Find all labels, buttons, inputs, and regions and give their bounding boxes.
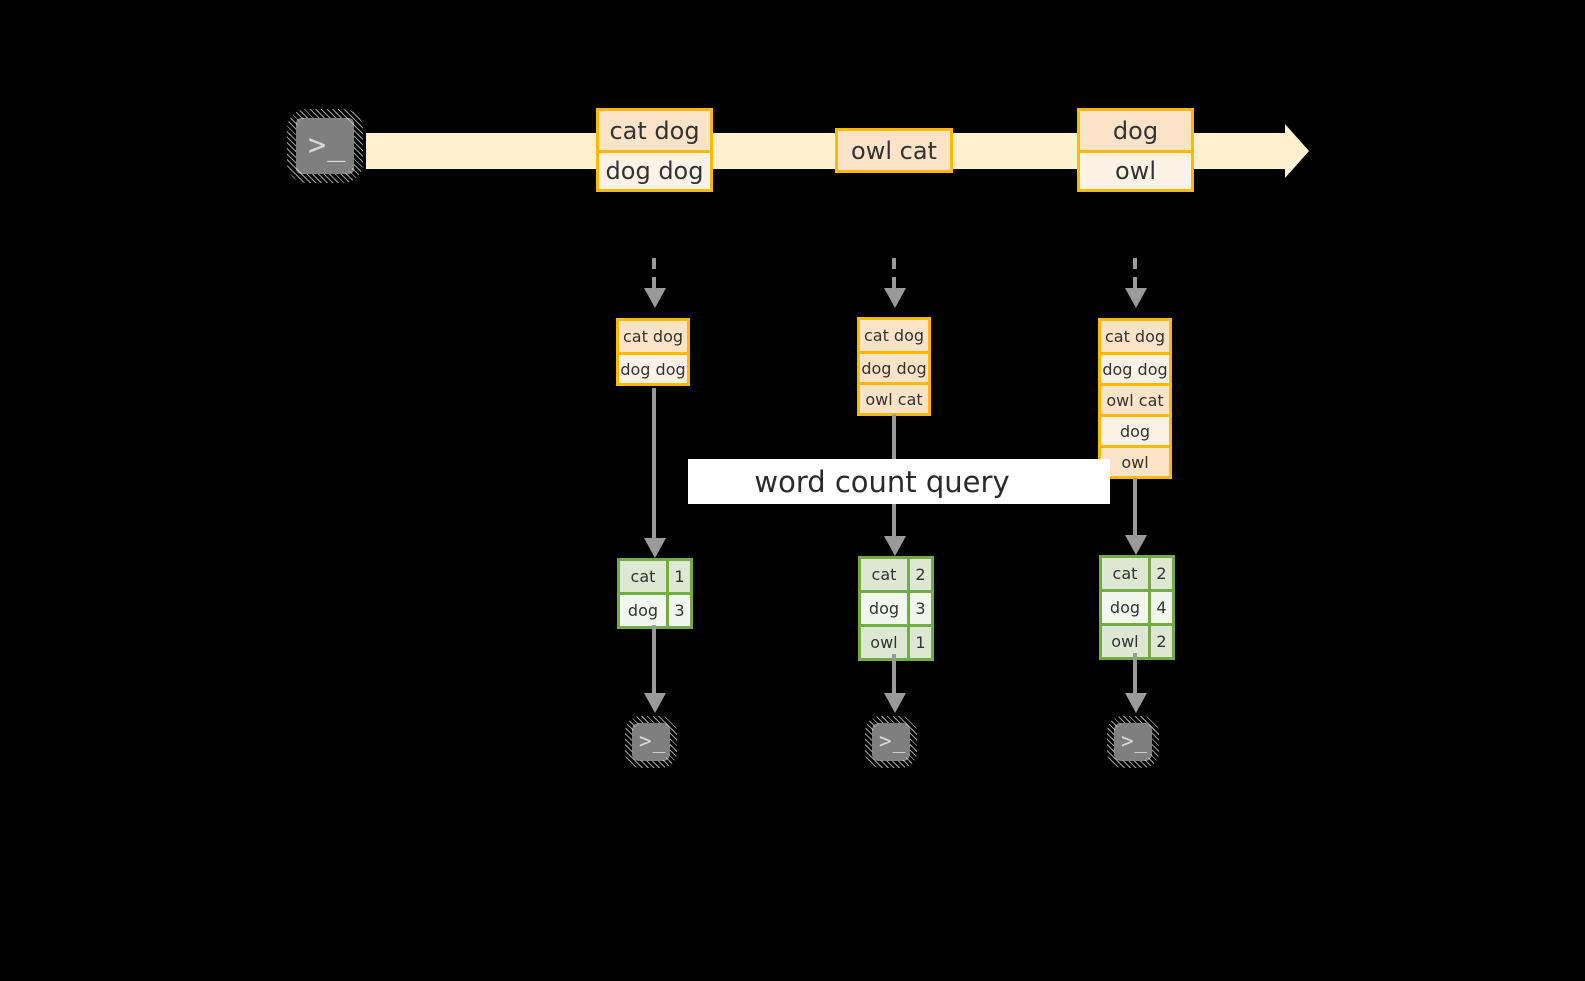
table-row: cat 2 bbox=[1102, 558, 1172, 589]
snapshot-3-query-arrowhead-icon bbox=[1125, 535, 1147, 555]
terminal-prompt-glyph: >_ bbox=[308, 128, 347, 163]
snapshot-3-sink-terminal-icon: >_ bbox=[1107, 716, 1159, 768]
snapshot-3-result-table: cat 2 dog 4 owl 2 bbox=[1099, 555, 1175, 660]
stack-line: owl bbox=[1101, 445, 1169, 476]
snapshot-1-result-table: cat 1 dog 3 bbox=[617, 558, 693, 629]
stream-record-1: cat dog dog dog bbox=[596, 108, 713, 192]
stack-line: dog dog bbox=[860, 351, 928, 382]
terminal-prompt-glyph: >_ bbox=[639, 729, 666, 753]
table-row: cat 1 bbox=[620, 561, 690, 592]
result-word: dog bbox=[861, 593, 907, 624]
stack-line: dog bbox=[1101, 414, 1169, 445]
terminal-prompt-glyph: >_ bbox=[879, 729, 906, 753]
snapshot-2-tap-line bbox=[892, 258, 896, 290]
stack-line: cat dog bbox=[619, 321, 687, 352]
result-count: 3 bbox=[665, 595, 690, 626]
table-row: dog 3 bbox=[861, 590, 931, 624]
result-count: 4 bbox=[1147, 592, 1172, 623]
snapshot-3-query-line bbox=[1133, 478, 1137, 542]
terminal-prompt-glyph: >_ bbox=[1121, 729, 1148, 753]
stream-arrowhead-icon bbox=[1285, 124, 1309, 178]
query-label-text: word count query bbox=[754, 464, 1010, 499]
snapshot-3-tap-line bbox=[1133, 258, 1137, 290]
stream-record-3: dog owl bbox=[1077, 108, 1194, 192]
snapshot-2-sink-terminal-icon: >_ bbox=[865, 716, 917, 768]
table-row: dog 4 bbox=[1102, 589, 1172, 623]
result-word: owl bbox=[861, 627, 907, 658]
result-count: 2 bbox=[1147, 626, 1172, 657]
terminal-body bbox=[1114, 723, 1152, 761]
table-row: cat 2 bbox=[861, 559, 931, 590]
result-word: owl bbox=[1102, 626, 1148, 657]
record-line: owl bbox=[1080, 150, 1191, 189]
record-line: dog dog bbox=[599, 150, 710, 189]
record-line: dog bbox=[1080, 111, 1191, 150]
snapshot-3-sink-line bbox=[1133, 653, 1137, 700]
stack-line: cat dog bbox=[1101, 321, 1169, 352]
stack-line: owl cat bbox=[1101, 383, 1169, 414]
snapshot-2-sink-arrowhead-icon bbox=[884, 693, 906, 713]
table-row: owl 1 bbox=[861, 624, 931, 658]
terminal-body bbox=[872, 723, 910, 761]
snapshot-3-tap-arrowhead-icon bbox=[1125, 288, 1147, 308]
snapshot-2-input-stack: cat dog dog dog owl cat bbox=[857, 317, 931, 416]
result-word: cat bbox=[620, 561, 666, 592]
stack-line: cat dog bbox=[860, 320, 928, 351]
result-count: 1 bbox=[665, 561, 690, 592]
snapshot-1-tap-line bbox=[652, 258, 656, 290]
snapshot-3-input-stack: cat dog dog dog owl cat dog owl bbox=[1098, 318, 1172, 479]
table-row: owl 2 bbox=[1102, 623, 1172, 657]
stack-line: owl cat bbox=[860, 382, 928, 413]
snapshot-1-query-line bbox=[652, 388, 656, 543]
stack-line: dog dog bbox=[619, 352, 687, 383]
terminal-body bbox=[632, 723, 670, 761]
result-count: 2 bbox=[906, 559, 931, 590]
result-word: dog bbox=[1102, 592, 1148, 623]
result-word: cat bbox=[1102, 558, 1148, 589]
stream-record-2: owl cat bbox=[835, 128, 953, 173]
snapshot-2-sink-line bbox=[892, 654, 896, 700]
result-word: cat bbox=[861, 559, 907, 590]
snapshot-2-query-arrowhead-icon bbox=[884, 536, 906, 556]
record-line: cat dog bbox=[599, 111, 710, 150]
query-label: word count query bbox=[688, 459, 1110, 504]
terminal-body bbox=[296, 118, 354, 174]
result-word: dog bbox=[620, 595, 666, 626]
snapshot-1-sink-line bbox=[652, 625, 656, 700]
source-terminal-icon: >_ bbox=[287, 109, 363, 183]
record-line: owl cat bbox=[838, 131, 950, 170]
result-count: 3 bbox=[906, 593, 931, 624]
snapshot-1-sink-terminal-icon: >_ bbox=[625, 716, 677, 768]
result-count: 1 bbox=[906, 627, 931, 658]
snapshot-1-tap-arrowhead-icon bbox=[644, 288, 666, 308]
snapshot-1-input-stack: cat dog dog dog bbox=[616, 318, 690, 386]
snapshot-2-result-table: cat 2 dog 3 owl 1 bbox=[858, 556, 934, 661]
snapshot-1-sink-arrowhead-icon bbox=[644, 693, 666, 713]
snapshot-2-tap-arrowhead-icon bbox=[884, 288, 906, 308]
result-count: 2 bbox=[1147, 558, 1172, 589]
snapshot-1-query-arrowhead-icon bbox=[644, 538, 666, 558]
stack-line: dog dog bbox=[1101, 352, 1169, 383]
table-row: dog 3 bbox=[620, 592, 690, 626]
snapshot-3-sink-arrowhead-icon bbox=[1125, 693, 1147, 713]
